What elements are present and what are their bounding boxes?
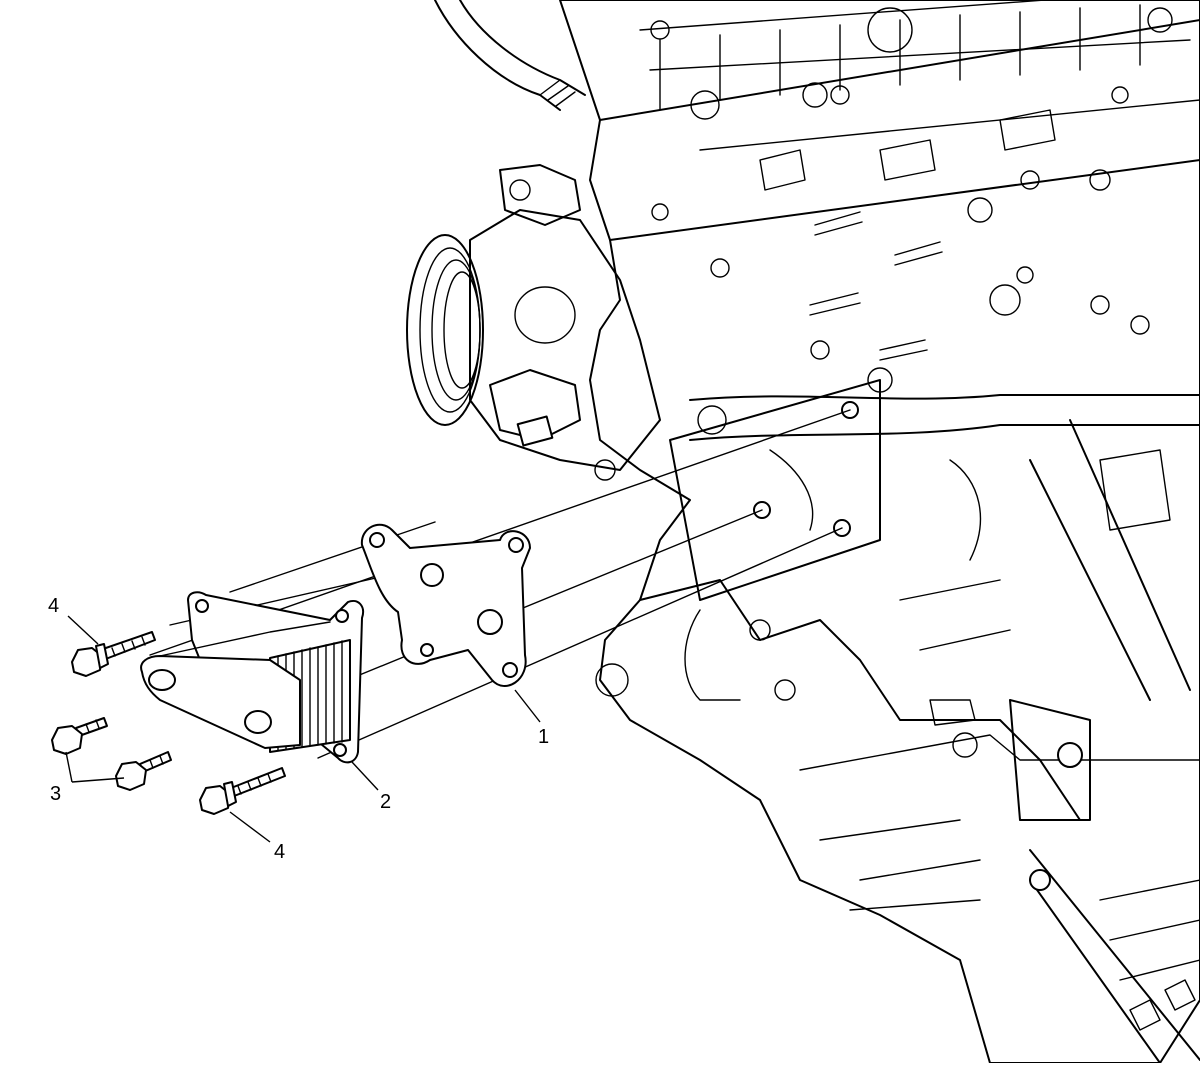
- callout-labels: 1 2 3 4 4: [48, 595, 549, 863]
- short-bolt-upper: [51, 717, 108, 755]
- oil-cooler: [140, 591, 364, 764]
- short-bolt-lower: [115, 751, 172, 791]
- callout-4-upper: 4: [48, 595, 59, 617]
- long-bolt-upper: [71, 631, 156, 677]
- engine-block: [406, 0, 1200, 1064]
- callout-2: 2: [380, 791, 391, 813]
- gasket: [360, 523, 531, 687]
- long-bolt-lower: [199, 767, 286, 815]
- callout-4-lower: 4: [274, 841, 285, 863]
- callout-leaders: [65, 615, 541, 843]
- callout-3: 3: [50, 783, 61, 805]
- callout-1: 1: [538, 726, 549, 748]
